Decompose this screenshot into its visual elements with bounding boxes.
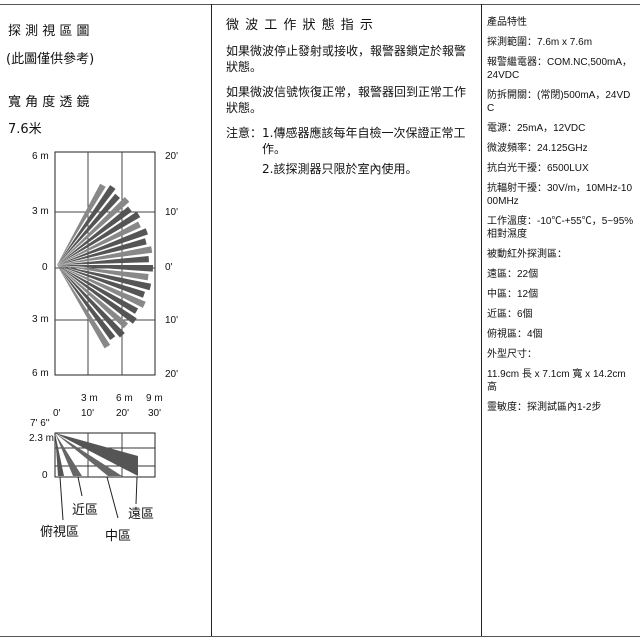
notes: 注意： 1.傳感器應該每年自檢一次保證正常工作。 2.該探測器只限於室內使用。: [226, 125, 474, 181]
top-border: [0, 4, 640, 5]
tick: 10': [165, 207, 179, 218]
detection-beam: [57, 206, 132, 265]
note-item: 1.傳感器應該每年自檢一次保證正常工作。: [262, 126, 466, 156]
note-item: 2.該探測器只限於室內使用。: [262, 162, 418, 176]
tick: 20': [165, 151, 179, 162]
tick: 0': [165, 262, 173, 273]
zero: 0: [42, 470, 48, 481]
spec-item: 中區：12個: [487, 289, 539, 300]
detection-beam: [57, 255, 149, 265]
height-m: 2.3 m: [29, 433, 55, 444]
tick: 6 m: [32, 151, 49, 162]
bottom-border: [0, 636, 640, 637]
tick: 30': [148, 408, 162, 419]
detection-beam: [57, 265, 137, 324]
tick: 3 m: [32, 206, 49, 217]
zone-look-down: 俯視區: [40, 525, 80, 540]
spec-item: 俯視區：4個: [487, 329, 543, 340]
zone-far: 遠區: [128, 507, 155, 522]
detection-beam: [57, 265, 152, 291]
detection-beam: [57, 265, 149, 281]
detection-beam: [57, 265, 146, 308]
detection-beam: [57, 197, 130, 265]
lens-range: 7.6米: [8, 122, 42, 137]
spec-item: 抗輻射干擾：30V/m，10MHz-1000MHz: [487, 183, 633, 207]
detection-beam: [57, 193, 120, 265]
note-label: 注意：: [226, 126, 263, 140]
spec-item: 外型尺寸：: [487, 349, 537, 360]
status-line: 如果微波停止發射或接收，報警器鎖定於報警狀態。: [226, 44, 467, 74]
spec-item: 抗白光干擾：6500LUX: [487, 163, 589, 174]
detection-beam: [57, 265, 125, 338]
zone-near: 近區: [72, 503, 99, 518]
spec-item: 報警繼電器：COM.NC,500mA，24VDC: [487, 57, 633, 81]
note-list: 1.傳感器應該每年自檢一次保證正常工作。 2.該探測器只限於室內使用。: [262, 125, 474, 181]
top-view-graphic: [54, 151, 156, 376]
column-divider: [481, 4, 482, 636]
tick: 10': [81, 408, 95, 419]
spec-item: 被動紅外探測區：: [487, 249, 567, 260]
spec-item: 11.9cm 長 x 7.1cm 寬 x 14.2cm 高: [487, 369, 626, 393]
specs-section: 產品特性 探測範圍：7.6m x 7.6m 報警繼電器：COM.NC,500mA，…: [487, 16, 637, 421]
detection-beam: [57, 265, 129, 329]
height-ft: 7' 6'': [30, 418, 50, 429]
tick: 20': [116, 408, 130, 419]
spec-item: 近區：6個: [487, 309, 533, 320]
side-view-graphic: [54, 432, 156, 521]
specs-title: 產品特性: [487, 17, 527, 28]
diagram-note: (此圖僅供參考): [6, 52, 95, 67]
detection-beam: [57, 228, 148, 265]
status-line: 如果微波信號恢復正常，報警器回到正常工作狀態。: [226, 85, 467, 115]
detection-beam: [57, 246, 153, 265]
spec-item: 防拆開關：(常閉)500mA，24VDC: [487, 90, 631, 114]
detection-beam: [57, 265, 116, 341]
microwave-section: 微 波 工 作 狀 態 指 示 如果微波停止發射或接收，報警器鎖定於報警狀態。 …: [226, 18, 474, 190]
spec-item: 電源：25mA，12VDC: [487, 123, 586, 134]
microwave-title: 微 波 工 作 狀 態 指 示: [226, 18, 374, 33]
spec-item: 靈敏度：探測試區內1-2步: [487, 402, 602, 413]
spec-item: 微波頻率：24.125GHz: [487, 143, 588, 154]
tick: 20': [165, 369, 179, 380]
detection-beam: [57, 265, 153, 272]
tick: 0: [42, 262, 48, 273]
diagram-title: 探 測 視 區 圖: [8, 24, 90, 39]
detection-beam: [57, 238, 147, 265]
tick: 3 m: [81, 393, 98, 404]
tick: 0': [53, 408, 61, 419]
detection-beam: [57, 221, 141, 265]
detection-beam: [57, 185, 116, 265]
detection-beam: [57, 265, 139, 314]
spec-item: 探測範圍：7.6m x 7.6m: [487, 37, 593, 48]
detection-beam: [57, 183, 106, 265]
detection-beam: [57, 265, 146, 298]
tick: 6 m: [116, 393, 133, 404]
zone-middle: 中區: [105, 529, 132, 544]
tick: 10': [165, 315, 179, 326]
tick: 9 m: [146, 393, 163, 404]
detection-beam: [57, 265, 111, 349]
detection-beam: [57, 211, 141, 265]
lens-type: 寬 角 度 透 鏡: [8, 95, 90, 110]
tick: 6 m: [32, 368, 49, 379]
column-divider: [211, 4, 212, 636]
spec-item: 工作溫度：-10℃-+55℃，5~95%相對濕度: [487, 216, 634, 240]
tick: 3 m: [32, 314, 49, 325]
spec-item: 遠區：22個: [487, 269, 539, 280]
